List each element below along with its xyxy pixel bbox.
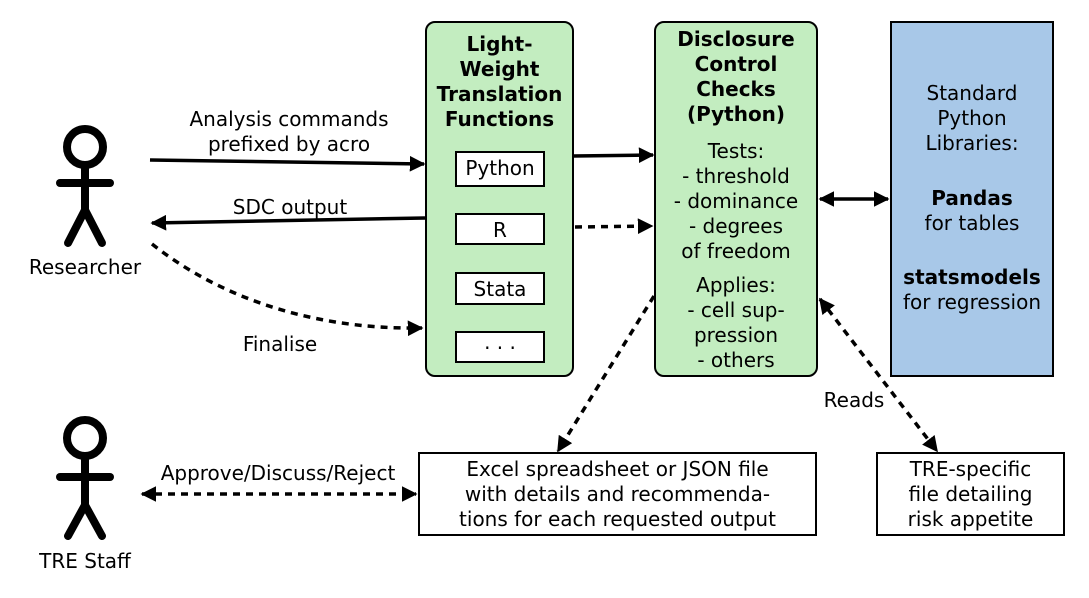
- tre-file-text: TRE-specific file detailing risk appetit…: [878, 457, 1063, 532]
- disclosure-title-line3: Checks: [696, 77, 776, 101]
- analysis-commands-label: Analysis commands prefixed by acro: [170, 107, 408, 157]
- tre-file-line1: TRE-specific: [909, 457, 1032, 481]
- output-file-text: Excel spreadsheet or JSON file with deta…: [420, 457, 815, 532]
- test-freedom: of freedom: [681, 239, 791, 263]
- statsmodels-desc: for regression: [902, 290, 1042, 314]
- applies-pression: pression: [693, 323, 779, 347]
- analysis-commands-line1: Analysis commands: [189, 107, 389, 131]
- output-file-line2: with details and recommenda-: [464, 482, 771, 506]
- statsmodels-entry: statsmodels for regression: [892, 265, 1052, 315]
- translation-title-line2: Weight: [459, 57, 540, 81]
- test-degrees: - degrees: [688, 214, 784, 238]
- translation-functions-title: Light- Weight Translation Functions: [427, 32, 572, 132]
- sdc-output-arrow: [150, 214, 426, 231]
- tre-staff-label: TRE Staff: [39, 549, 131, 573]
- applies-others: - others: [697, 348, 775, 372]
- checks-to-output-arrow: [556, 295, 656, 453]
- disclosure-checks-box: Disclosure Control Checks (Python) Tests…: [654, 21, 818, 377]
- translation-title-line4: Functions: [444, 107, 555, 131]
- language-more: · · ·: [455, 331, 545, 363]
- language-stata: Stata: [455, 272, 545, 305]
- r-to-checks-arrow: [574, 218, 654, 235]
- pandas-desc: for tables: [924, 211, 1020, 235]
- tre-file-line3: risk appetite: [907, 507, 1034, 531]
- output-file-line3: tions for each requested output: [459, 507, 776, 531]
- python-libraries-box: Standard Python Libraries: Pandas for ta…: [890, 21, 1054, 377]
- disclosure-title-line4: (Python): [686, 102, 786, 126]
- tre-staff-figure: [56, 416, 114, 540]
- tests-header: Tests:: [707, 139, 765, 163]
- test-dominance: - dominance: [673, 189, 799, 213]
- analysis-commands-line2: prefixed by acro: [207, 132, 371, 156]
- applies-cell-sup: - cell sup-: [687, 298, 785, 322]
- disclosure-title-line2: Control: [694, 52, 778, 76]
- translation-functions-box: Light- Weight Translation Functions Pyth…: [425, 21, 574, 377]
- reads-label: Reads: [823, 388, 885, 412]
- output-file-box: Excel spreadsheet or JSON file with deta…: [418, 452, 817, 536]
- statsmodels-name: statsmodels: [903, 265, 1041, 289]
- pandas-entry: Pandas for tables: [892, 186, 1052, 236]
- translation-to-checks-arrow: [572, 147, 655, 164]
- analysis-commands-arrow: [149, 155, 426, 172]
- tre-file-box: TRE-specific file detailing risk appetit…: [876, 452, 1065, 536]
- output-file-line1: Excel spreadsheet or JSON file: [466, 457, 769, 481]
- applies-header: Applies:: [696, 273, 776, 297]
- reads-arrow: [818, 297, 939, 453]
- libraries-heading: Standard Python Libraries:: [892, 81, 1052, 156]
- disclosure-checks-title: Disclosure Control Checks (Python): [656, 27, 816, 127]
- researcher-label: Researcher: [28, 255, 142, 279]
- libraries-line1: Standard: [926, 81, 1018, 105]
- applies-list: Applies: - cell sup- pression - others: [656, 273, 816, 373]
- finalise-label: Finalise: [242, 332, 318, 356]
- tre-file-line2: file detailing: [908, 482, 1033, 506]
- finalise-arrow: [150, 242, 424, 337]
- researcher-figure: [56, 125, 114, 247]
- translation-title-line3: Translation: [436, 82, 563, 106]
- pandas-name: Pandas: [931, 186, 1013, 210]
- disclosure-title-line1: Disclosure: [677, 27, 795, 51]
- libraries-line2: Python: [937, 106, 1007, 130]
- test-threshold: - threshold: [682, 164, 790, 188]
- language-python: Python: [455, 151, 545, 187]
- translation-title-line1: Light-: [466, 32, 533, 56]
- approve-label: Approve/Discuss/Reject: [160, 461, 396, 485]
- libraries-line3: Libraries:: [925, 131, 1019, 155]
- sdc-output-label: SDC output: [232, 195, 348, 219]
- tests-list: Tests: - threshold - dominance - degrees…: [656, 139, 816, 264]
- language-r: R: [455, 213, 545, 245]
